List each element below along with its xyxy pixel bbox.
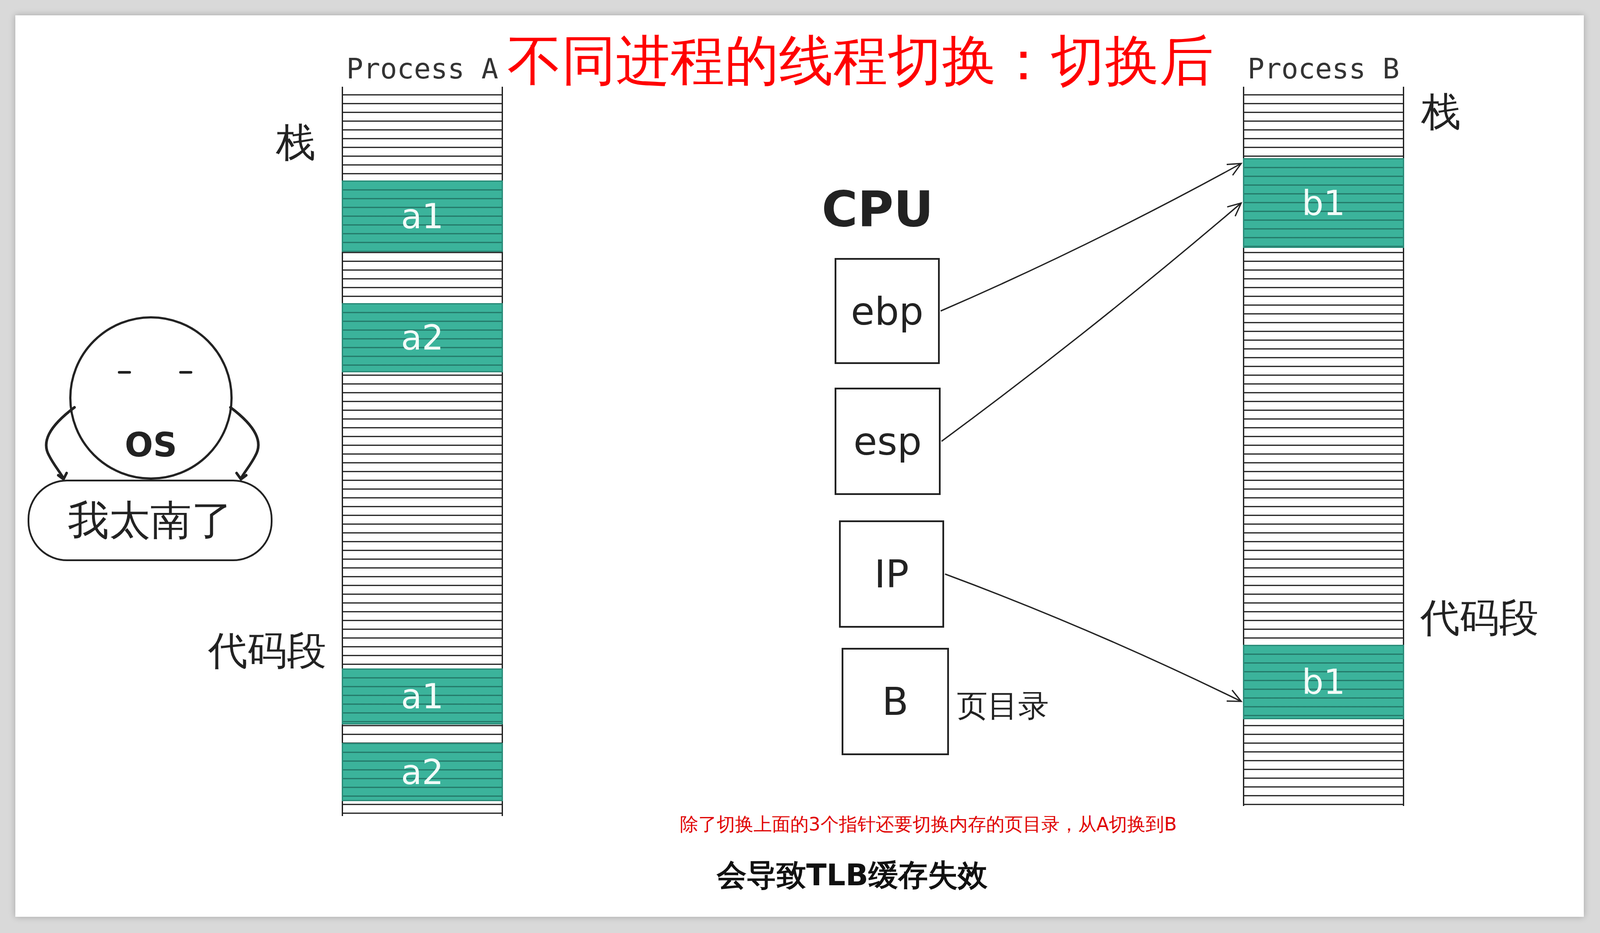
node-text: b1 <box>1301 662 1346 702</box>
pointer-arrow <box>940 163 1242 312</box>
node-text: a2 <box>400 752 444 793</box>
segment-label: 栈 <box>1421 85 1461 139</box>
register-box: ebp <box>834 258 940 365</box>
node-text: ebp <box>850 288 924 334</box>
node-text: 我太南了 <box>67 492 233 549</box>
os-face: OS <box>69 316 233 480</box>
node-text: a1 <box>400 676 444 717</box>
column-heading: Process A <box>346 52 499 85</box>
title: 不同进程的线程切换：切换后 <box>507 30 1214 91</box>
pointer-arrow <box>945 574 1242 702</box>
node-text: B <box>881 679 909 725</box>
caption: 会导致TLB缓存失效 <box>716 855 988 896</box>
stack-frame: b1 <box>1242 158 1405 248</box>
node-text: a2 <box>400 318 444 358</box>
node-text: OS <box>124 425 177 465</box>
node-text: esp <box>853 418 922 464</box>
segment-label: 代码段 <box>1420 591 1539 645</box>
node-text: IP <box>874 551 909 597</box>
node-text: a1 <box>400 196 444 237</box>
process-column: Process Bb1b1 <box>1242 86 1405 807</box>
note-text: 除了切换上面的3个指针还要切换内存的页目录，从A切换到B <box>679 812 1177 837</box>
register-box: B <box>841 647 949 756</box>
code-block: a2 <box>341 743 503 802</box>
stack-frame: a2 <box>341 303 503 373</box>
cpu-label: CPU <box>821 180 934 238</box>
node-text: b1 <box>1301 183 1346 224</box>
stack-frame: a1 <box>341 180 503 252</box>
process-column: Process Aa1a2a1a2 <box>341 86 503 817</box>
register-box: IP <box>838 520 945 628</box>
register-note: 页目录 <box>956 685 1049 727</box>
code-block: a1 <box>341 668 503 725</box>
pointer-arrow <box>941 203 1242 442</box>
register-box: esp <box>834 387 941 496</box>
segment-label: 代码段 <box>208 624 327 678</box>
column-heading: Process B <box>1247 52 1400 85</box>
speech-bubble: 我太南了 <box>27 479 273 562</box>
segment-label: 栈 <box>276 116 316 170</box>
code-block: b1 <box>1242 644 1405 720</box>
